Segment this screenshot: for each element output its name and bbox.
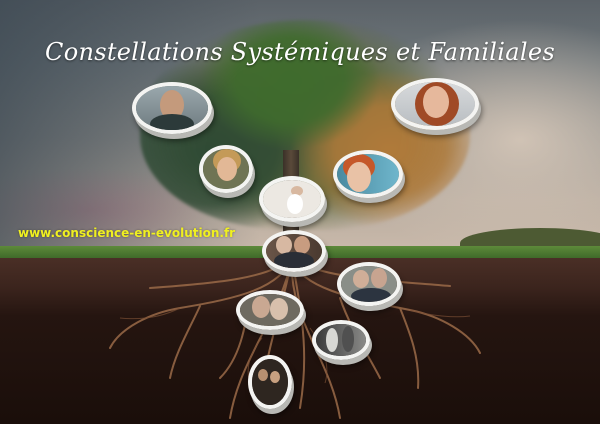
photo-couple-middle-aged <box>262 230 326 272</box>
photo-family-sepia <box>248 355 292 409</box>
poster-title: Constellations Systémiques et Familiales <box>45 38 555 66</box>
photo-child-blond <box>199 145 253 193</box>
photo-couple-elderly-embracing <box>236 290 304 330</box>
website-link[interactable]: www.conscience-en-evolution.fr <box>18 226 236 240</box>
photo-baby <box>259 176 325 222</box>
photo-couple-elderly-smiling <box>337 262 401 306</box>
soil-background <box>0 258 600 424</box>
photo-father <box>132 82 212 134</box>
photo-child-red-hair <box>333 150 403 198</box>
photo-mother <box>391 78 479 130</box>
photo-couple-vintage <box>312 320 370 360</box>
tree-roots <box>109 258 481 419</box>
